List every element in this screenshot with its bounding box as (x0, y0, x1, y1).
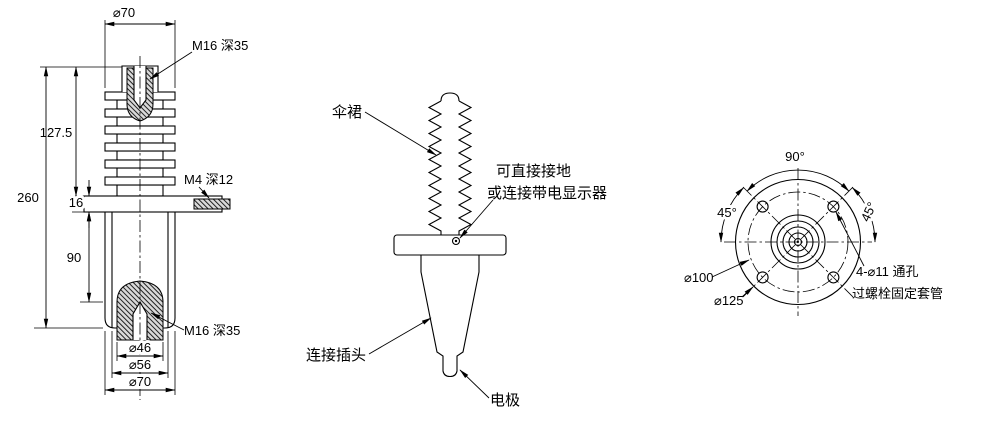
label-holes-line1: 4-⌀11 通孔 (856, 264, 919, 279)
dim-side-thread: M4 深12 (184, 172, 233, 187)
flange-elevation (393, 234, 507, 256)
dim-d56: ⌀56 (129, 357, 151, 372)
flange-top-geometry (724, 168, 872, 316)
top-cap-arc (440, 92, 460, 102)
shed-ring (770, 214, 826, 270)
label-holes-line2: 过螺栓固定套管 (852, 286, 943, 301)
front-elevation-view: 伞裙 可直接接地 或连接带电显示器 连接插头 电极 (306, 92, 607, 409)
dim-angle-45-left: 45° (717, 205, 737, 220)
bolt-hole (756, 200, 769, 213)
front-view-callouts: 伞裙 可直接接地 或连接带电显示器 连接插头 电极 (306, 104, 607, 409)
left-view-dimensions: ⌀70 M16 深35 127.5 260 16 90 M4 深12 M16 (14, 5, 248, 395)
dim-d70: ⌀70 (129, 374, 151, 389)
insulator-elevation-body (393, 92, 507, 378)
bolt-circle (747, 191, 849, 293)
left-section-view: ⌀70 M16 深35 127.5 260 16 90 M4 深12 M16 (14, 5, 248, 400)
ground-point-dot (454, 239, 458, 243)
flange-centerlines (724, 168, 872, 316)
bolt-hole (756, 271, 769, 284)
inner-bore-lines (111, 212, 169, 328)
m4-insert-hatch (193, 198, 231, 210)
dim-angle-45-right: 45° (858, 200, 880, 224)
shed-ring (776, 220, 820, 264)
connection-plug-outline (420, 254, 480, 378)
label-electrode: 电极 (490, 392, 520, 409)
dim-top-thread: M16 深35 (192, 38, 248, 53)
dim-flange-thickness: 16 (69, 195, 83, 210)
dim-bottom-thread: M16 深35 (184, 323, 240, 338)
flange-top-view: 90° 45° 45° ⌀100 ⌀125 4-⌀11 通孔 过螺栓固定套管 (684, 146, 943, 316)
dim-outer-diameter: ⌀125 (714, 293, 744, 308)
label-plug: 连接插头 (306, 347, 366, 364)
dim-top-diameter: ⌀70 (113, 5, 135, 20)
center-hole (793, 237, 803, 247)
bolt-hole (827, 200, 840, 213)
dim-upper-height: 127.5 (40, 125, 73, 140)
dim-angle-90: 90° (785, 149, 805, 164)
label-shed: 伞裙 (332, 104, 362, 121)
shed-ring (782, 226, 814, 258)
bolt-hole (827, 271, 840, 284)
shed-profile-right (457, 100, 473, 235)
dim-lower-height: 90 (67, 250, 81, 265)
label-ground-line1: 可直接接地 (496, 163, 571, 180)
dim-d46: ⌀46 (129, 340, 151, 355)
label-ground-line2: 或连接带电显示器 (487, 185, 607, 202)
shed-profile-left (427, 100, 443, 235)
shed-ring (788, 232, 808, 252)
dim-bolt-circle-diameter: ⌀100 (684, 270, 714, 285)
insulator-section-body (83, 56, 231, 400)
dim-total-height: 260 (17, 190, 39, 205)
